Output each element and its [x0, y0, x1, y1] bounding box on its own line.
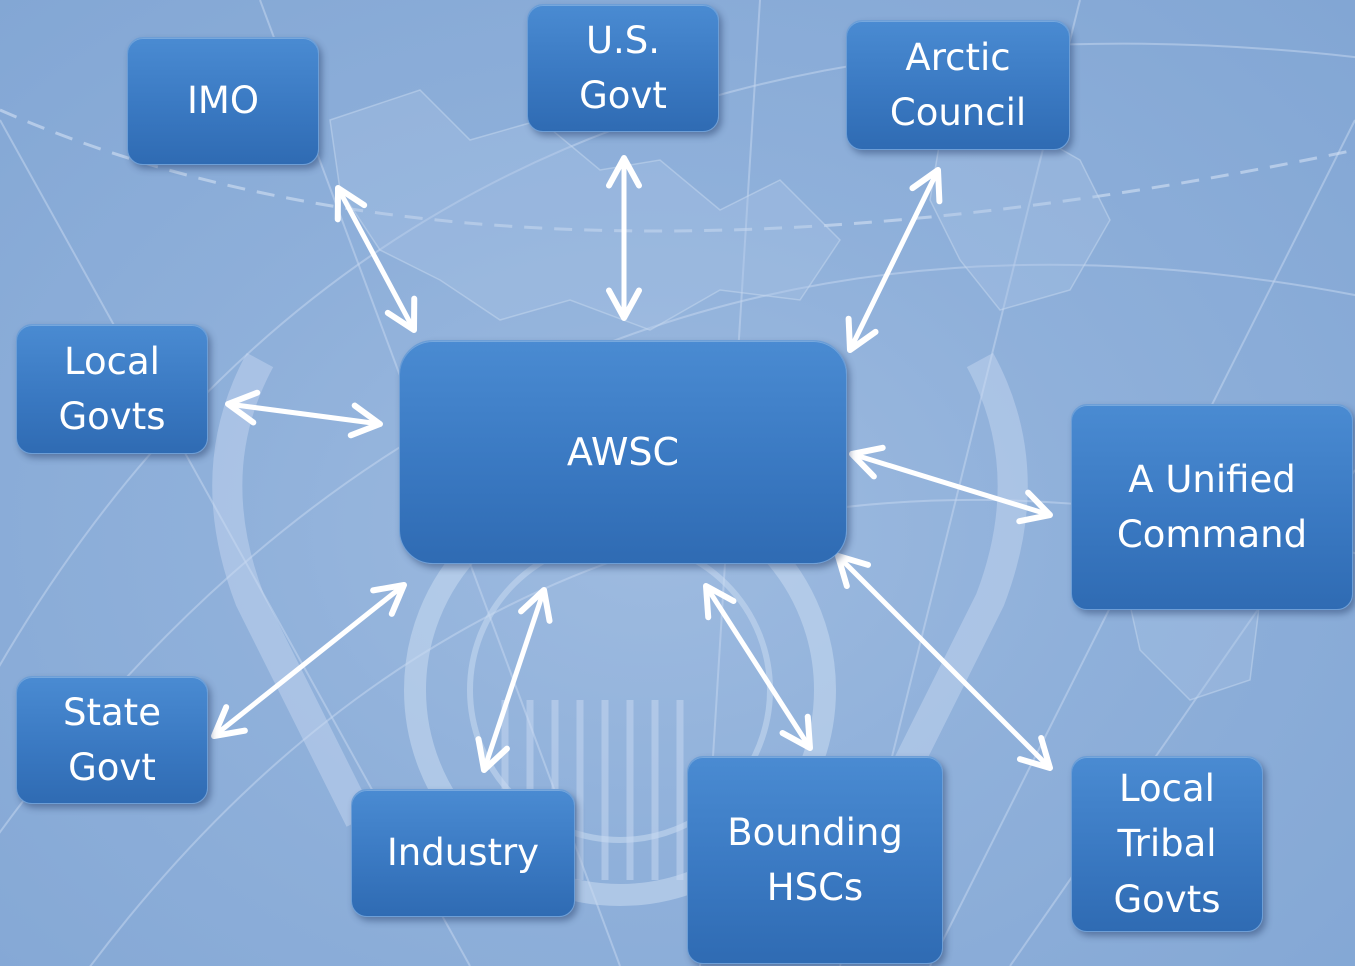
node-us-govt-label: U.S. Govt	[579, 18, 667, 118]
arrow-awsc-imo	[334, 185, 418, 333]
node-awsc: AWSC	[399, 340, 847, 564]
node-imo-label: IMO	[187, 79, 259, 123]
node-us-govt: U.S. Govt	[527, 4, 719, 132]
node-unified-command: A Unified Command	[1071, 404, 1353, 610]
node-local-tribal-govts: Local Tribal Govts	[1071, 756, 1263, 932]
arrow-awsc-industry	[475, 587, 553, 773]
node-industry-label: Industry	[386, 831, 540, 875]
arrow-awsc-unified-command	[849, 444, 1053, 525]
arrow-awsc-state-govt	[211, 582, 407, 739]
arrow-awsc-bounding-hscs	[703, 583, 813, 751]
node-bounding-hscs: Bounding HSCs	[687, 756, 943, 964]
arrow-awsc-local-govts	[225, 389, 383, 439]
node-arctic-council-label: Arctic Council	[889, 35, 1027, 135]
node-local-govts-label: Local Govts	[58, 339, 166, 439]
arrow-awsc-local-tribal-govts	[835, 553, 1053, 771]
node-state-govt-label: State Govt	[63, 690, 161, 790]
node-local-tribal-govts-label: Local Tribal Govts	[1113, 766, 1221, 921]
node-local-govts: Local Govts	[16, 324, 208, 454]
node-industry: Industry	[351, 789, 575, 917]
node-awsc-label: AWSC	[566, 429, 680, 474]
node-imo: IMO	[127, 37, 319, 165]
node-unified-command-label: A Unified Command	[1116, 457, 1308, 557]
node-bounding-hscs-label: Bounding HSCs	[727, 810, 903, 910]
arrow-awsc-arctic-council	[845, 167, 943, 353]
node-state-govt: State Govt	[16, 676, 208, 804]
node-arctic-council: Arctic Council	[846, 20, 1070, 150]
